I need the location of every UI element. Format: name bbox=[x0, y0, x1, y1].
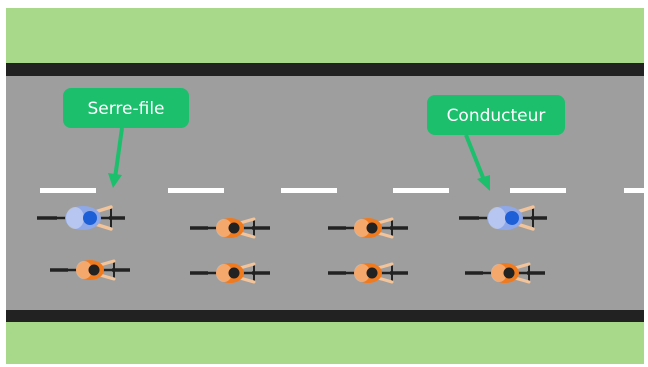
lane-dash bbox=[624, 188, 644, 193]
road-edge-top bbox=[6, 63, 644, 76]
callout-conducteur: Conducteur bbox=[427, 95, 565, 191]
lane-dash bbox=[510, 188, 566, 193]
callout-label-conducteur: Conducteur bbox=[447, 106, 546, 126]
arrow-head-icon bbox=[108, 173, 122, 188]
lane-marking bbox=[40, 188, 644, 193]
callout-arrow-shaft bbox=[113, 127, 124, 179]
lane-dash bbox=[40, 188, 96, 193]
grass-bottom bbox=[6, 322, 644, 364]
callout-label-serre-file: Serre-file bbox=[87, 99, 164, 119]
road-edge-bottom bbox=[6, 310, 644, 322]
arrow-head-icon bbox=[477, 175, 490, 191]
lane-dash bbox=[393, 188, 449, 193]
callout-serre-file: Serre-file bbox=[63, 88, 189, 188]
grass-top bbox=[6, 8, 644, 63]
lane-dash bbox=[168, 188, 224, 193]
callout-box bbox=[63, 88, 189, 128]
callout-arrow-shaft bbox=[464, 134, 486, 181]
lane-dash bbox=[281, 188, 337, 193]
callout-box bbox=[427, 95, 565, 135]
